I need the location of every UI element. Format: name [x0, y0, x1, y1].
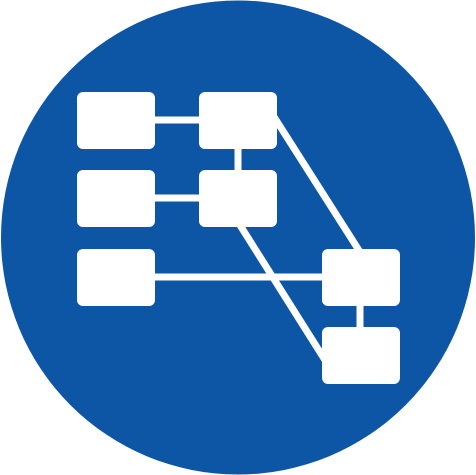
- node-box: [199, 170, 277, 227]
- connector-line: [233, 217, 330, 365]
- node-box: [322, 327, 400, 384]
- node-box: [77, 249, 155, 306]
- node-box: [322, 249, 400, 306]
- node-box: [77, 92, 155, 149]
- connector-line: [271, 115, 365, 257]
- node-box: [199, 92, 277, 149]
- node-boxes: [77, 92, 400, 384]
- node-box: [77, 170, 155, 227]
